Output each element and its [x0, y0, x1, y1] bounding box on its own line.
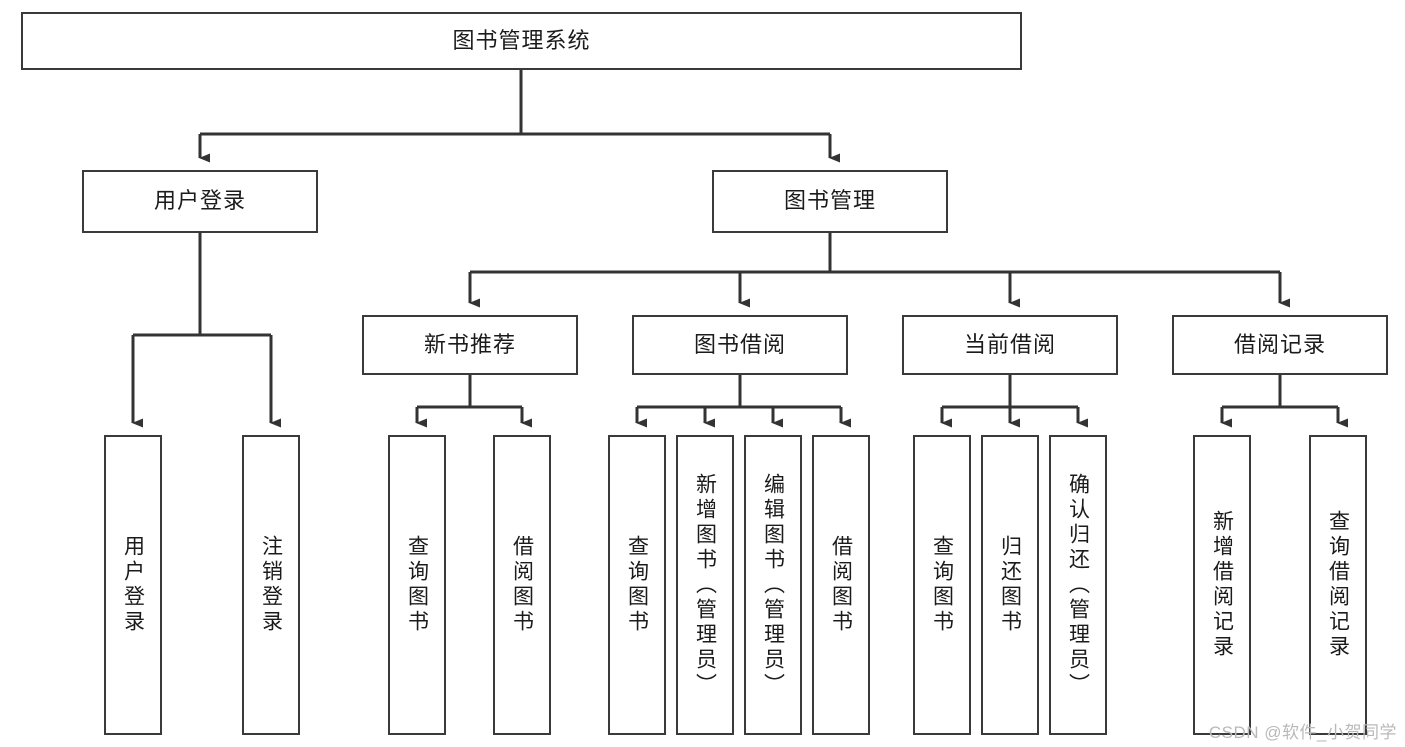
node-leaf-borrow-book-2-label: 借阅图书 [829, 535, 853, 635]
node-leaf-user-login[interactable]: 用户登录 [104, 435, 162, 735]
node-book-borrow[interactable]: 图书借阅 [632, 315, 848, 375]
node-book-management[interactable]: 图书管理 [712, 170, 948, 233]
node-leaf-query-book-2-label: 查询图书 [625, 535, 649, 635]
node-user-login-label: 用户登录 [153, 188, 246, 214]
node-leaf-query-book-3-label: 查询图书 [930, 535, 954, 635]
node-new-book-recommend-label: 新书推荐 [423, 331, 516, 357]
node-current-borrow[interactable]: 当前借阅 [902, 315, 1118, 375]
node-leaf-borrow-book-2[interactable]: 借阅图书 [812, 435, 870, 735]
node-root-label: 图书管理系统 [452, 27, 591, 53]
node-borrow-record-label: 借阅记录 [1233, 331, 1326, 357]
node-current-borrow-label: 当前借阅 [963, 331, 1056, 357]
node-root[interactable]: 图书管理系统 [21, 12, 1022, 70]
node-leaf-query-book-3[interactable]: 查询图书 [913, 435, 971, 735]
node-leaf-logout-label: 注销登录 [259, 535, 283, 635]
node-leaf-edit-book[interactable]: 编辑图书（管理员） [744, 435, 802, 735]
node-leaf-borrow-book-1-label: 借阅图书 [510, 535, 534, 635]
node-leaf-query-book-1[interactable]: 查询图书 [388, 435, 446, 735]
node-new-book-recommend[interactable]: 新书推荐 [362, 315, 578, 375]
node-leaf-logout[interactable]: 注销登录 [242, 435, 300, 735]
node-leaf-query-book-2[interactable]: 查询图书 [608, 435, 666, 735]
node-leaf-borrow-book-1[interactable]: 借阅图书 [493, 435, 551, 735]
node-leaf-query-book-1-label: 查询图书 [405, 535, 429, 635]
node-leaf-user-login-label: 用户登录 [121, 535, 145, 635]
node-leaf-confirm-return-label: 确认归还（管理员） [1066, 472, 1090, 698]
node-leaf-edit-book-label: 编辑图书（管理员） [761, 472, 785, 698]
node-leaf-return-book[interactable]: 归还图书 [981, 435, 1039, 735]
node-leaf-add-record-label: 新增借阅记录 [1210, 510, 1234, 660]
node-leaf-query-record-label: 查询借阅记录 [1326, 510, 1350, 660]
node-book-borrow-label: 图书借阅 [693, 331, 786, 357]
node-leaf-add-book-label: 新增图书（管理员） [693, 472, 717, 698]
node-user-login[interactable]: 用户登录 [82, 170, 318, 233]
node-leaf-add-book[interactable]: 新增图书（管理员） [676, 435, 734, 735]
node-leaf-query-record[interactable]: 查询借阅记录 [1309, 435, 1367, 735]
node-leaf-add-record[interactable]: 新增借阅记录 [1193, 435, 1251, 735]
node-leaf-confirm-return[interactable]: 确认归还（管理员） [1049, 435, 1107, 735]
node-leaf-return-book-label: 归还图书 [998, 535, 1022, 635]
node-book-management-label: 图书管理 [783, 188, 876, 214]
node-borrow-record[interactable]: 借阅记录 [1172, 315, 1388, 375]
